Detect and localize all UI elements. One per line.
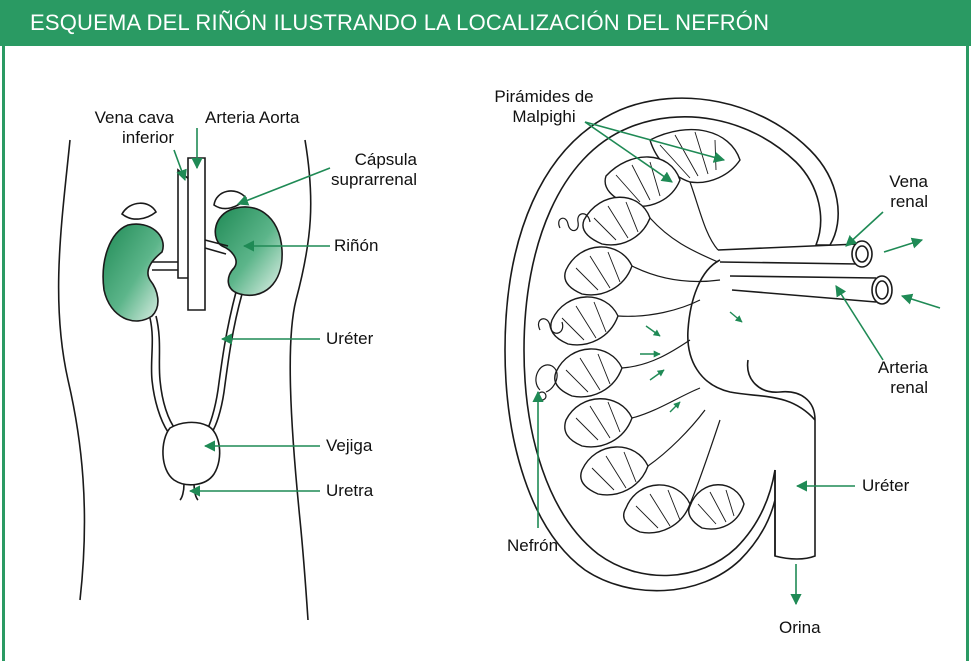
pointer-vena-renal bbox=[845, 211, 884, 247]
bladder bbox=[162, 421, 221, 486]
right-pointers bbox=[532, 121, 941, 606]
body-outline-left bbox=[57, 139, 86, 601]
flow-in-artery bbox=[900, 293, 941, 309]
label-nefron: Nefrón bbox=[507, 536, 559, 555]
kidney-cross-section bbox=[504, 97, 893, 592]
urethra bbox=[179, 483, 199, 501]
label-vena-renal: Vena renal bbox=[889, 172, 928, 211]
ureter-tube bbox=[746, 359, 816, 560]
title-bar: ESQUEMA DEL RIÑÓN ILUSTRANDO LA LOCALIZA… bbox=[0, 0, 971, 46]
label-orina: Orina bbox=[779, 618, 821, 637]
kidney-left bbox=[102, 223, 164, 322]
urinary-system-figure bbox=[57, 139, 312, 621]
ureter-left bbox=[149, 317, 169, 433]
figure-frame bbox=[2, 46, 969, 661]
body-outline-right bbox=[289, 139, 312, 621]
pointer-piramide-2 bbox=[584, 121, 726, 163]
pyramid-striations bbox=[561, 131, 735, 529]
page-title: ESQUEMA DEL RIÑÓN ILUSTRANDO LA LOCALIZA… bbox=[30, 10, 770, 35]
kidney-right bbox=[214, 206, 283, 296]
label-uretra: Uretra bbox=[326, 481, 374, 500]
renal-pelvis bbox=[687, 259, 816, 421]
pointer-capsula bbox=[236, 167, 331, 206]
ureter-right bbox=[205, 291, 237, 433]
renal-vein bbox=[717, 243, 859, 265]
label-vena-cava: Vena cava inferior bbox=[94, 108, 174, 147]
internal-flow-arrows bbox=[640, 311, 743, 413]
pointer-vena-cava bbox=[173, 149, 187, 182]
pointer-arteria-renal bbox=[835, 285, 884, 361]
label-ureter-right: Uréter bbox=[862, 476, 910, 495]
label-arteria-aorta: Arteria Aorta bbox=[205, 108, 300, 127]
pyramids bbox=[550, 128, 745, 534]
adrenal-gland-right bbox=[213, 190, 248, 210]
pointer-piramide-1 bbox=[584, 121, 673, 183]
label-ureter-left: Uréter bbox=[326, 329, 374, 348]
calyces bbox=[617, 181, 721, 505]
adrenal-gland-left bbox=[120, 202, 158, 220]
label-arteria-renal: Arteria renal bbox=[877, 358, 928, 397]
flow-out-vein bbox=[883, 237, 924, 253]
label-capsula-suprarrenal: Cápsula suprarrenal bbox=[331, 150, 417, 189]
aorta bbox=[187, 157, 206, 311]
label-vejiga: Vejiga bbox=[326, 436, 373, 455]
left-pointers bbox=[173, 128, 331, 497]
renal-artery bbox=[729, 275, 877, 303]
label-piramides-malpighi: Pirámides de Malpighi bbox=[494, 87, 594, 126]
label-rinon: Riñón bbox=[334, 236, 379, 255]
